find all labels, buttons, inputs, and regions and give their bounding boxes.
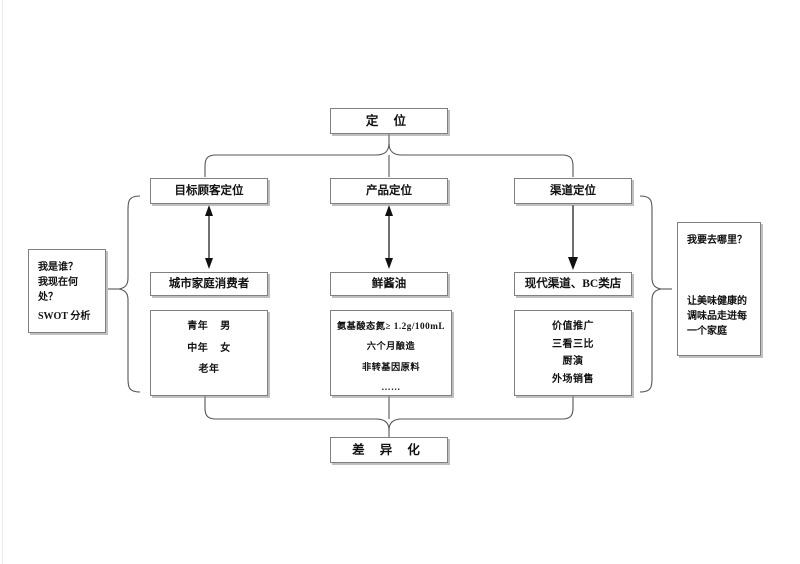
arrow-channel-icon [568, 205, 578, 270]
bottom-box-differentiation[interactable]: 差 异 化 [330, 437, 448, 463]
header-box-customer[interactable]: 目标顾客定位 [150, 178, 268, 204]
detail-line: 价值推广 [552, 321, 594, 332]
bottom-brace-icon [204, 396, 574, 439]
right-brace-icon [639, 195, 672, 393]
left-brace-icon [108, 195, 141, 393]
detail-line: …… [381, 382, 401, 393]
subject-box-product-label: 鲜酱油 [371, 277, 407, 290]
side-box-vision[interactable]: 我要去哪里？ 让美味健康的调味品走进每一个家庭 [677, 222, 761, 356]
detail-line: 青年 男 [187, 321, 231, 332]
title-box-label: 定 位 [365, 113, 413, 128]
header-box-product[interactable]: 产品定位 [330, 178, 448, 204]
header-box-channel[interactable]: 渠道定位 [514, 178, 632, 204]
detail-box-product[interactable]: 氨基酸态氮≥ 1.2g/100mL 六个月酿造 非转基因原料 …… [330, 310, 452, 396]
subject-box-channel-label: 现代渠道、BC类店 [524, 277, 622, 290]
detail-box-channel[interactable]: 价值推广 三看三比 厨演 外场销售 [514, 310, 632, 396]
side-box-current-state[interactable]: 我是谁？ 我现在何处？ SWOT 分析 [28, 249, 106, 333]
detail-line: 氨基酸态氮≥ 1.2g/100mL [337, 321, 445, 331]
page-edge-line [2, 0, 3, 564]
detail-box-customer[interactable]: 青年 男 中年 女 老年 [150, 310, 268, 396]
arrow-product-icon [385, 205, 393, 269]
detail-line: 厨演 [562, 356, 584, 367]
subject-box-product[interactable]: 鲜酱油 [330, 272, 448, 296]
subject-box-customer-label: 城市家庭消费者 [168, 277, 250, 290]
bottom-box-label: 差 异 化 [352, 442, 426, 457]
subject-box-customer[interactable]: 城市家庭消费者 [150, 272, 268, 296]
subject-box-channel[interactable]: 现代渠道、BC类店 [514, 272, 632, 296]
detail-line: 三看三比 [552, 338, 594, 350]
side-box-vision-question: 我要去哪里？ [687, 235, 747, 246]
detail-line: 外场销售 [552, 373, 594, 385]
side-box-vision-answer: 让美味健康的调味品走进每一个家庭 [687, 296, 747, 337]
top-brace-icon [204, 134, 574, 177]
detail-line: 老年 [198, 364, 220, 375]
title-box-positioning[interactable]: 定 位 [330, 108, 448, 134]
header-box-product-label: 产品定位 [366, 184, 412, 197]
detail-line: 中年 女 [187, 342, 231, 354]
detail-line: 非转基因原料 [361, 361, 421, 372]
side-box-method: SWOT 分析 [38, 311, 91, 322]
arrow-customer-icon [205, 205, 213, 269]
header-box-channel-label: 渠道定位 [550, 184, 596, 197]
detail-line: 六个月酿造 [366, 341, 416, 352]
side-box-question: 我是谁？ 我现在何处？ [38, 262, 78, 303]
header-box-customer-label: 目标顾客定位 [174, 184, 244, 197]
